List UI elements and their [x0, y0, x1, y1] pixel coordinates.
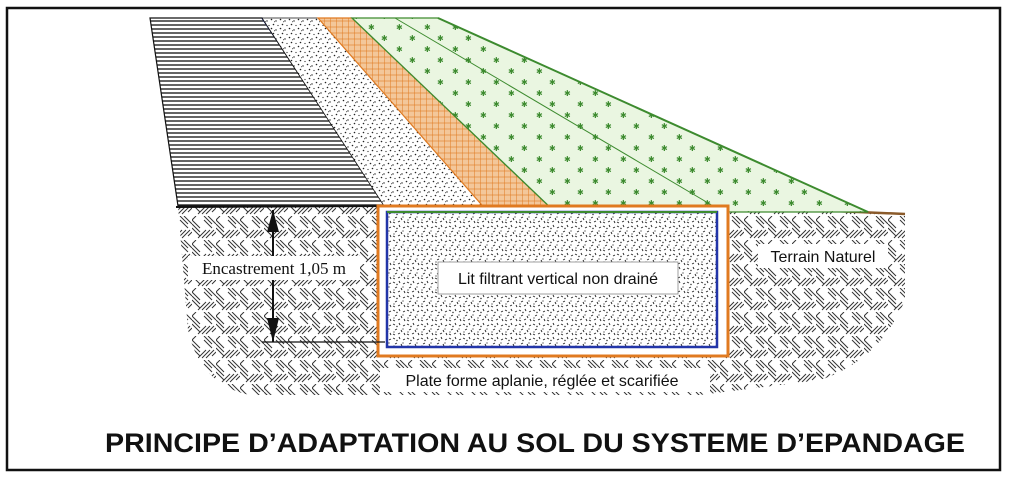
grass-edge: [437, 17, 869, 213]
grass-inner-line: [394, 17, 721, 211]
depth-arrow-top: [267, 210, 279, 232]
depth-label: Encastrement 1,05 m: [202, 259, 346, 278]
depth-label-box: [188, 256, 360, 280]
natural-ground-label-box: [758, 244, 888, 268]
filter-bed-label-box: [437, 261, 679, 295]
diagram-title: PRINCIPE D’ADAPTATION AU SOL DU SYSTEME …: [105, 428, 965, 458]
platform-label: Plate forme aplanie, réglée et scarifiée: [405, 373, 678, 390]
platform-label-box: [380, 368, 710, 392]
filter-bed-label: Lit filtrant vertical non drainé: [458, 271, 658, 288]
depth-arrow-bottom: [267, 318, 279, 342]
natural-ground-label: Terrain Naturel: [771, 249, 876, 266]
